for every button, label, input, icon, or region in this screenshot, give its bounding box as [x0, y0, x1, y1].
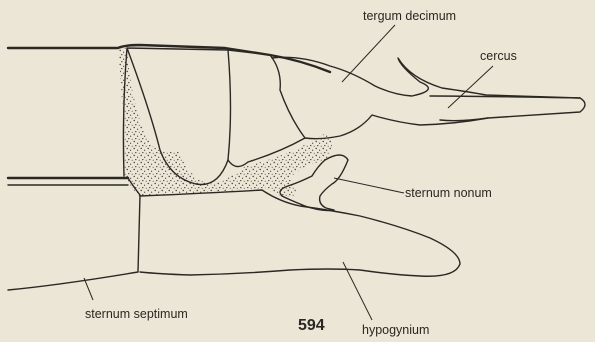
- leader-tergum-decimum: [342, 25, 395, 82]
- figure-number: 594: [298, 317, 325, 334]
- leader-cercus: [448, 66, 493, 108]
- label-cercus: cercus: [480, 49, 517, 63]
- tergum-decimum-plate: [272, 57, 585, 138]
- intersegmental-membrane: [118, 48, 332, 197]
- label-hypogynium: hypogynium: [362, 323, 429, 337]
- leader-sternum-septimum: [84, 278, 93, 300]
- leader-sternum-nonum: [334, 178, 404, 193]
- label-tergum-decimum: tergum decimum: [363, 9, 456, 23]
- tergum-lobe-2: [228, 50, 305, 167]
- hypogynium-plate: [140, 190, 460, 276]
- sternum-septimum-plate: [8, 178, 140, 290]
- label-sternum-septimum: sternum septimum: [85, 307, 188, 321]
- label-sternum-nonum: sternum nonum: [405, 186, 492, 200]
